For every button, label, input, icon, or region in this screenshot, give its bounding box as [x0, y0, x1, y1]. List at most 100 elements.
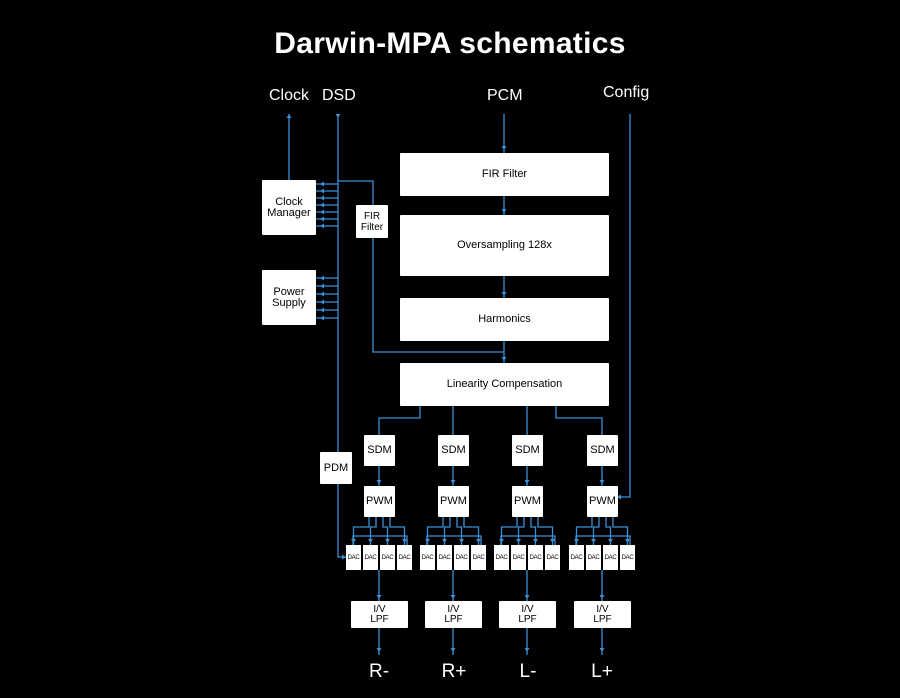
power-tap-arrow-5 [320, 315, 324, 321]
pwm-to-dac-arrow-0-2 [385, 539, 390, 543]
clock-tap-arrow-3 [320, 202, 324, 208]
clock-tap-arrow-6 [320, 223, 324, 229]
sdm-to-pwm-arrow-1 [450, 480, 456, 484]
output-label-r-plus: R+ [441, 661, 467, 682]
sdm-block-l-minus: SDM [512, 435, 543, 466]
dsd-to-fir-wire [338, 180, 374, 205]
fir-small-to-chain-wire [372, 238, 504, 353]
pwm-to-dac-arrow-3-3 [625, 539, 630, 543]
power-supply-block: Power Supply [262, 270, 316, 325]
pwm-to-dac-arrow-3-2 [608, 539, 613, 543]
power-tap-arrow-4 [320, 307, 324, 313]
oversampling-block: Oversampling 128x [400, 215, 609, 276]
lin-to-sdm-3 [555, 406, 603, 435]
pwm-to-dac-0-3 [389, 517, 406, 545]
harmonics-block: Harmonics [400, 298, 609, 341]
fir-filter-small-block: FIR Filter [356, 205, 388, 238]
sdm-block-l-plus: SDM [587, 435, 618, 466]
pwm-to-dac-arrow-1-3 [476, 539, 481, 543]
dac-bus-0 [352, 535, 408, 545]
pwm-block-l-minus: PWM [512, 486, 543, 517]
iv-lpf-block-l-plus: I/V LPF [574, 601, 631, 628]
dac-block-r-plus-2: DAC [437, 545, 452, 570]
iv-lpf-block-r-plus: I/V LPF [425, 601, 482, 628]
dac-block-l-plus-3: DAC [603, 545, 618, 570]
power-tap-arrow-3 [320, 299, 324, 305]
dac-block-l-minus-4: DAC [545, 545, 560, 570]
dac-to-lpf-arrow-2 [524, 595, 530, 599]
pwm-to-dac-arrow-1-1 [442, 539, 447, 543]
config-arrow [617, 494, 621, 500]
clock-arrow [286, 114, 292, 118]
dac-to-lpf-arrow-1 [450, 595, 456, 599]
sdm-block-r-minus: SDM [364, 435, 395, 466]
dac-block-r-minus-2: DAC [363, 545, 378, 570]
harm-to-lin-arrow [501, 357, 507, 361]
clock-manager-block: Clock Manager [262, 180, 316, 235]
input-label-config: Config [603, 84, 650, 101]
config-wire [617, 114, 631, 498]
pwm-to-dac-arrow-1-2 [459, 539, 464, 543]
dac-block-l-plus-1: DAC [569, 545, 584, 570]
pwm-block-r-plus: PWM [438, 486, 469, 517]
dac-block-l-plus-4: DAC [620, 545, 635, 570]
dac-block-r-minus-3: DAC [380, 545, 395, 570]
pwm-to-dac-2-3 [537, 517, 554, 545]
dac-block-r-minus-4: DAC [397, 545, 412, 570]
lpf-to-out-arrow-1 [450, 648, 456, 652]
sdm-to-pwm-arrow-2 [524, 480, 530, 484]
dac-block-l-plus-2: DAC [586, 545, 601, 570]
power-tap-arrow-2 [320, 291, 324, 297]
dac-block-r-minus-1: DAC [346, 545, 361, 570]
pwm-to-dac-1-0 [426, 517, 444, 545]
pcm-arrow [501, 146, 507, 150]
dac-bus-1 [426, 535, 482, 545]
power-tap-arrow-1 [320, 283, 324, 289]
fir-filter-block: FIR Filter [400, 153, 609, 196]
lin-to-sdm-0 [378, 406, 421, 435]
pwm-to-dac-0-0 [352, 517, 370, 545]
clock-tap-arrow-2 [320, 195, 324, 201]
sdm-block-r-plus: SDM [438, 435, 469, 466]
dac-block-r-plus-1: DAC [420, 545, 435, 570]
sdm-to-pwm-arrow-0 [376, 480, 382, 484]
iv-lpf-block-l-minus: I/V LPF [499, 601, 556, 628]
input-label-dsd: DSD [322, 87, 356, 104]
os-to-harm-arrow [501, 292, 507, 296]
pwm-to-dac-3-3 [612, 517, 629, 545]
pdm-block: PDM [320, 452, 352, 484]
power-tap-arrow-0 [320, 275, 324, 281]
dac-block-r-plus-3: DAC [454, 545, 469, 570]
diagram-title: Darwin-MPA schematics [274, 27, 626, 60]
clock-tap-arrow-0 [320, 181, 324, 187]
output-label-r-minus: R- [368, 661, 390, 682]
input-label-pcm: PCM [487, 87, 523, 104]
dac-to-lpf-arrow-3 [599, 595, 605, 599]
dac-bus-2 [500, 535, 556, 545]
lpf-to-out-arrow-2 [524, 648, 530, 652]
fir-to-os-arrow [501, 209, 507, 213]
pwm-to-dac-arrow-2-1 [516, 539, 521, 543]
pwm-to-dac-1-3 [463, 517, 480, 545]
lpf-to-out-arrow-3 [599, 648, 605, 652]
pwm-block-r-minus: PWM [364, 486, 395, 517]
pwm-block-l-plus: PWM [587, 486, 618, 517]
dsd-to-dac-arrow [342, 554, 346, 560]
dac-to-lpf-arrow-0 [376, 595, 382, 599]
pwm-to-dac-2-0 [500, 517, 518, 545]
linearity-compensation-block: Linearity Compensation [400, 363, 609, 406]
pwm-to-dac-arrow-2-3 [550, 539, 555, 543]
dac-bus-3 [575, 535, 631, 545]
pwm-to-dac-arrow-0-1 [368, 539, 373, 543]
lpf-to-out-arrow-0 [376, 648, 382, 652]
dsd-arrow [335, 114, 341, 118]
sdm-to-pwm-arrow-3 [599, 480, 605, 484]
dac-block-l-minus-3: DAC [528, 545, 543, 570]
pwm-to-dac-3-0 [575, 517, 593, 545]
pwm-to-dac-arrow-2-2 [533, 539, 538, 543]
output-label-l-minus: L- [519, 661, 537, 682]
clock-tap-arrow-5 [320, 216, 324, 222]
dac-block-l-minus-1: DAC [494, 545, 509, 570]
dac-block-l-minus-2: DAC [511, 545, 526, 570]
